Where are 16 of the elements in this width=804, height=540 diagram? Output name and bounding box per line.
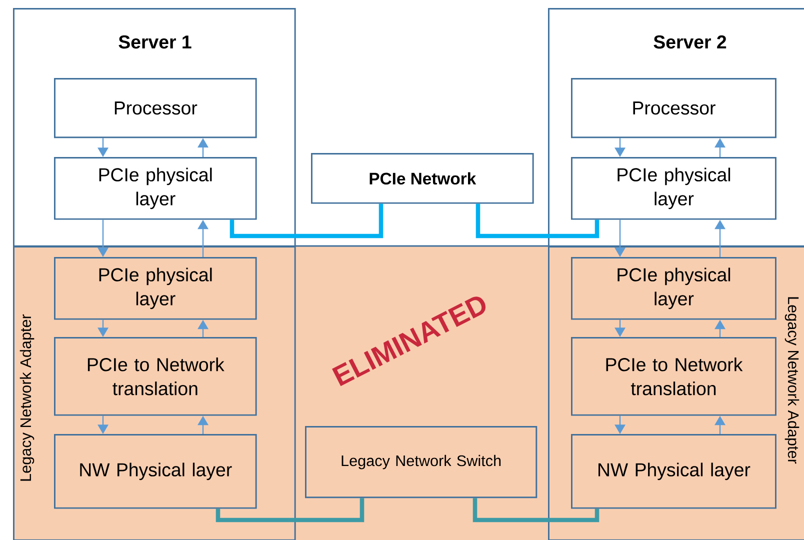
network-link	[476, 204, 600, 238]
layer-box: PCIe physical layer	[54, 257, 257, 320]
layer-box: NW Physical layer	[54, 434, 257, 509]
network-box: PCIe Network	[311, 153, 534, 204]
layer-box: Processor	[54, 78, 257, 138]
switch-box: Legacy Network Switch	[305, 426, 538, 498]
network-link	[230, 204, 384, 238]
network-link	[216, 498, 364, 522]
layer-box: PCIe to Network translation	[571, 337, 776, 416]
layer-box: Processor	[571, 78, 776, 138]
layer-box: PCIe physical layer	[571, 257, 776, 320]
layer-box: PCIe to Network translation	[54, 337, 257, 416]
layer-box: PCIe physical layer	[54, 157, 257, 220]
layer-box: PCIe physical layer	[571, 157, 776, 220]
layer-box: NW Physical layer	[571, 434, 776, 509]
network-link	[472, 498, 600, 522]
